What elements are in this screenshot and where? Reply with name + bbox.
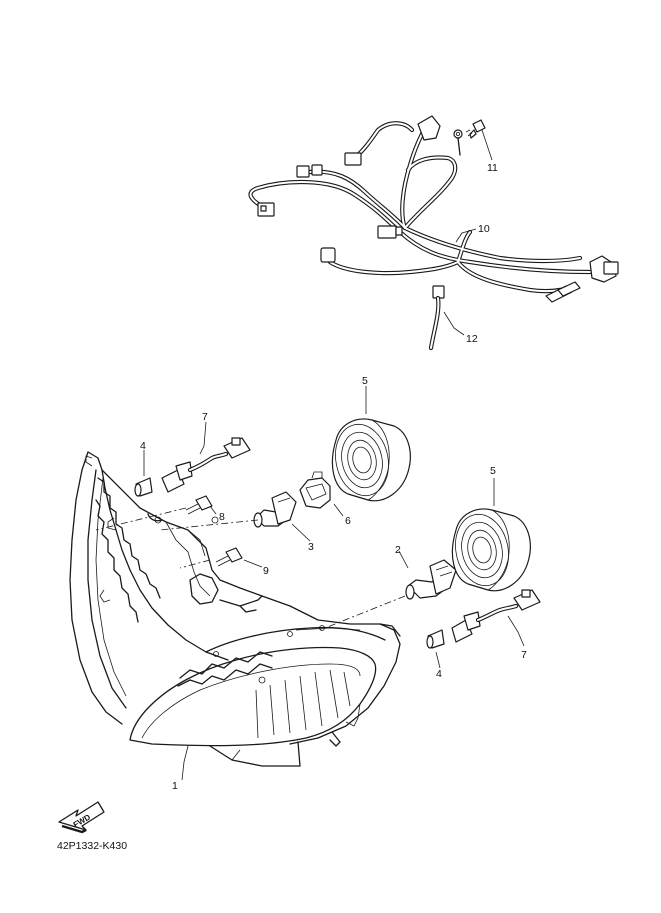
headlight-bulb-2 bbox=[405, 559, 457, 600]
fwd-arrow-icon: FWD bbox=[58, 801, 105, 834]
bulb-socket-6 bbox=[299, 471, 331, 509]
callout-6: 6 bbox=[345, 515, 351, 527]
bolt-11-icon bbox=[465, 119, 486, 139]
dust-cover-5-upper bbox=[331, 418, 411, 502]
callout-4-lower: 4 bbox=[436, 668, 442, 680]
assembly-axis-lines bbox=[95, 507, 406, 631]
callout-5-upper: 5 bbox=[362, 375, 368, 387]
position-bulb-socket-lower bbox=[426, 589, 541, 649]
callout-7-upper: 7 bbox=[202, 411, 208, 423]
callout-10: 10 bbox=[478, 223, 490, 235]
dust-cover-5-lower bbox=[451, 508, 531, 592]
headlight-bulb-3 bbox=[253, 491, 297, 528]
callout-numbers: 1 2 3 4 4 5 5 6 7 7 8 9 10 11 12 bbox=[140, 162, 527, 792]
callout-7-lower: 7 bbox=[521, 649, 527, 661]
screw-8-icon bbox=[185, 495, 213, 515]
position-bulb-socket-upper bbox=[134, 437, 251, 497]
callout-1: 1 bbox=[172, 780, 178, 792]
wire-harness bbox=[248, 115, 619, 303]
lead-wire-12 bbox=[428, 285, 445, 351]
callout-11: 11 bbox=[487, 162, 498, 174]
screw-9-icon bbox=[215, 547, 243, 567]
callout-4-upper: 4 bbox=[140, 440, 146, 452]
headlight-assembly bbox=[69, 451, 401, 767]
callout-8: 8 bbox=[219, 511, 225, 523]
catalog-code: 42P1332-K430 bbox=[57, 840, 128, 852]
callout-3: 3 bbox=[308, 541, 314, 553]
callout-12: 12 bbox=[466, 333, 478, 345]
leader-lines bbox=[143, 129, 525, 781]
callout-2: 2 bbox=[395, 544, 401, 556]
callout-5-lower: 5 bbox=[490, 465, 496, 477]
callout-9: 9 bbox=[263, 565, 269, 577]
